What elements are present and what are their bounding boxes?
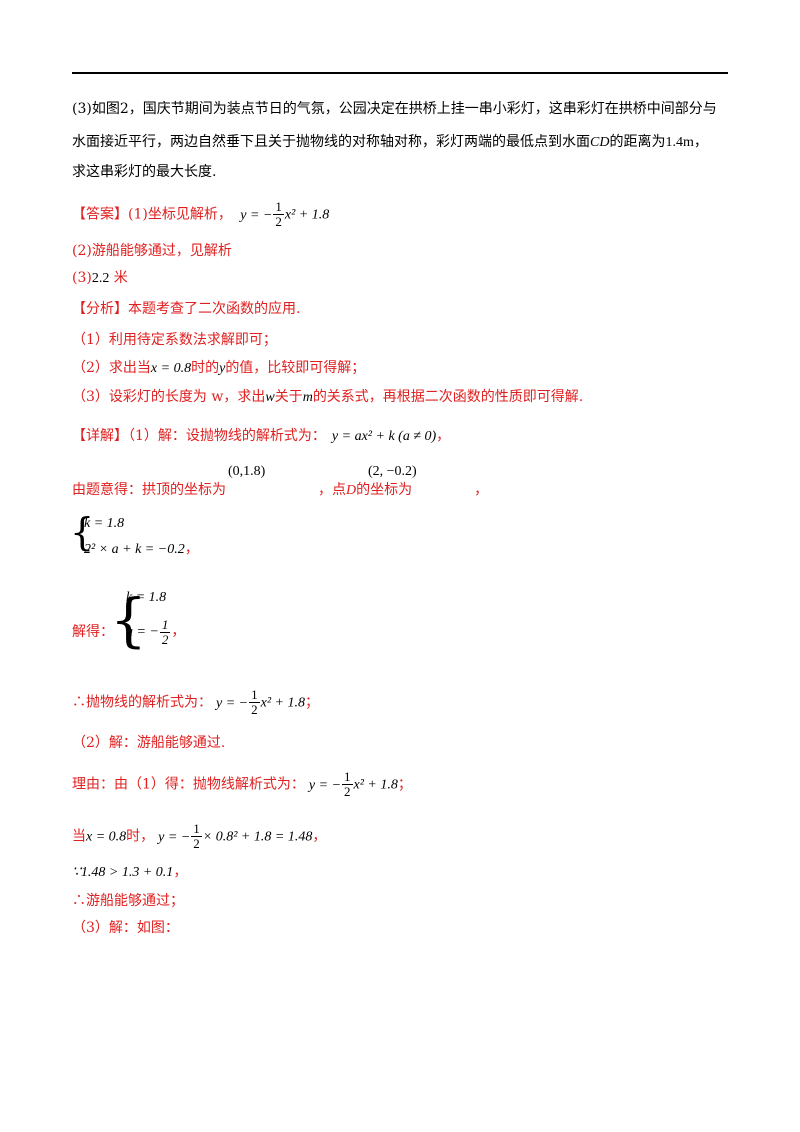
vertex-coord: (0,1.8): [228, 464, 266, 479]
detail-line-7: ∵1.48 > 1.3 + 0.1，: [72, 864, 188, 880]
detail-line-9: （3）解：如图：: [72, 920, 179, 936]
analysis-step-1: （1）利用待定系数法求解即可；: [72, 332, 277, 348]
question-line-3: 求这串彩灯的最大长度.: [72, 164, 217, 180]
solve-label: 解得：: [72, 624, 114, 640]
point-d-coord: (2, −0.2): [368, 464, 417, 479]
system2-row1: k = 1.8: [126, 590, 167, 605]
header-rule: [72, 72, 728, 74]
analysis-step-2: （2）求出当x = 0.8时的y的值，比较即可得解；: [72, 360, 366, 376]
brace-icon: {: [110, 586, 147, 654]
question-line-2: 水面接近平行，两边自然垂下且关于抛物线的对称轴对称，彩灯两端的最低点到水面CD的…: [72, 134, 708, 150]
system1-row1: k = 1.8: [84, 516, 125, 531]
detail-line-1: 【详解】（1）解：设抛物线的解析式为：y = ax² + k (a ≠ 0)，: [72, 428, 451, 444]
answer-line-3: (3)2.2 米: [72, 270, 128, 286]
detail-line-2: 由题意得：拱顶的坐标为，点D的坐标为，: [72, 482, 489, 498]
analysis-tag: 【分析】: [72, 301, 128, 317]
question-line-1: (3)如图2，国庆节期间为装点节日的气氛，公园决定在拱桥上挂一串小彩灯，这串彩灯…: [72, 101, 717, 117]
brace-icon: {: [70, 510, 95, 554]
answer-line-2: (2)游船能够通过，见解析: [72, 243, 232, 259]
detail-line-8: ∴游船能够通过；: [72, 893, 184, 909]
detail-line-4: （2）解：游船能够通过.: [72, 735, 226, 751]
system1-row2: 2² × a + k = −0.2，: [84, 542, 199, 557]
answer-tag: 【答案】: [72, 206, 128, 223]
detail-tag: 【详解】: [72, 428, 128, 444]
analysis-line: 【分析】本题考查了二次函数的应用.: [72, 301, 301, 317]
analysis-step-3: （3）设彩灯的长度为 w，求出w关于m的关系式，再根据二次函数的性质即可得解.: [72, 389, 584, 405]
